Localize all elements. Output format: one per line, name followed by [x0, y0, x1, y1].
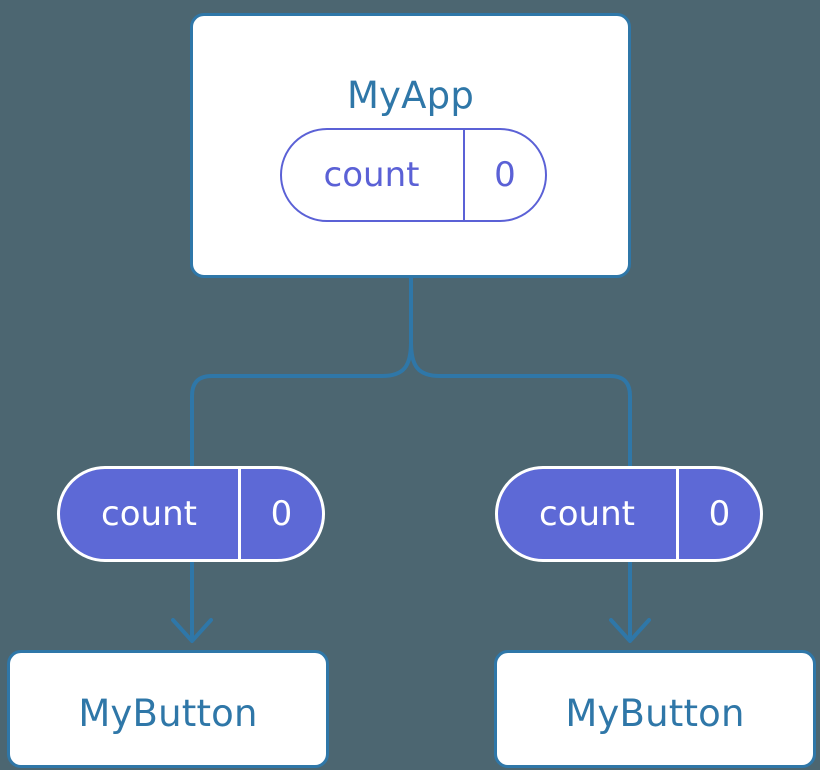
arrow-left-head-icon	[171, 618, 213, 643]
state-pill-value: 0	[494, 155, 516, 195]
props-pill-right-count[interactable]: count 0	[495, 466, 763, 562]
connector-branch-right	[409, 341, 632, 480]
props-pill-value: 0	[270, 494, 293, 534]
component-box-mybutton-right[interactable]: MyButton	[494, 650, 816, 768]
arrow-right-head-icon	[609, 618, 651, 643]
component-box-mybutton-left[interactable]: MyButton	[7, 650, 329, 768]
state-pill-key: count	[282, 130, 465, 220]
props-pill-value: 0	[708, 494, 731, 534]
component-box-myapp[interactable]: MyApp count 0	[190, 13, 631, 278]
props-pill-key: count	[60, 469, 241, 559]
component-title-mybutton-right: MyButton	[565, 692, 745, 735]
component-title-myapp: MyApp	[346, 74, 475, 117]
state-pill-myapp-count[interactable]: count 0	[280, 128, 547, 222]
props-pill-left-count[interactable]: count 0	[57, 466, 325, 562]
component-title-mybutton-left: MyButton	[78, 692, 258, 735]
connector-branch-left	[190, 341, 413, 480]
props-pill-key: count	[498, 469, 679, 559]
